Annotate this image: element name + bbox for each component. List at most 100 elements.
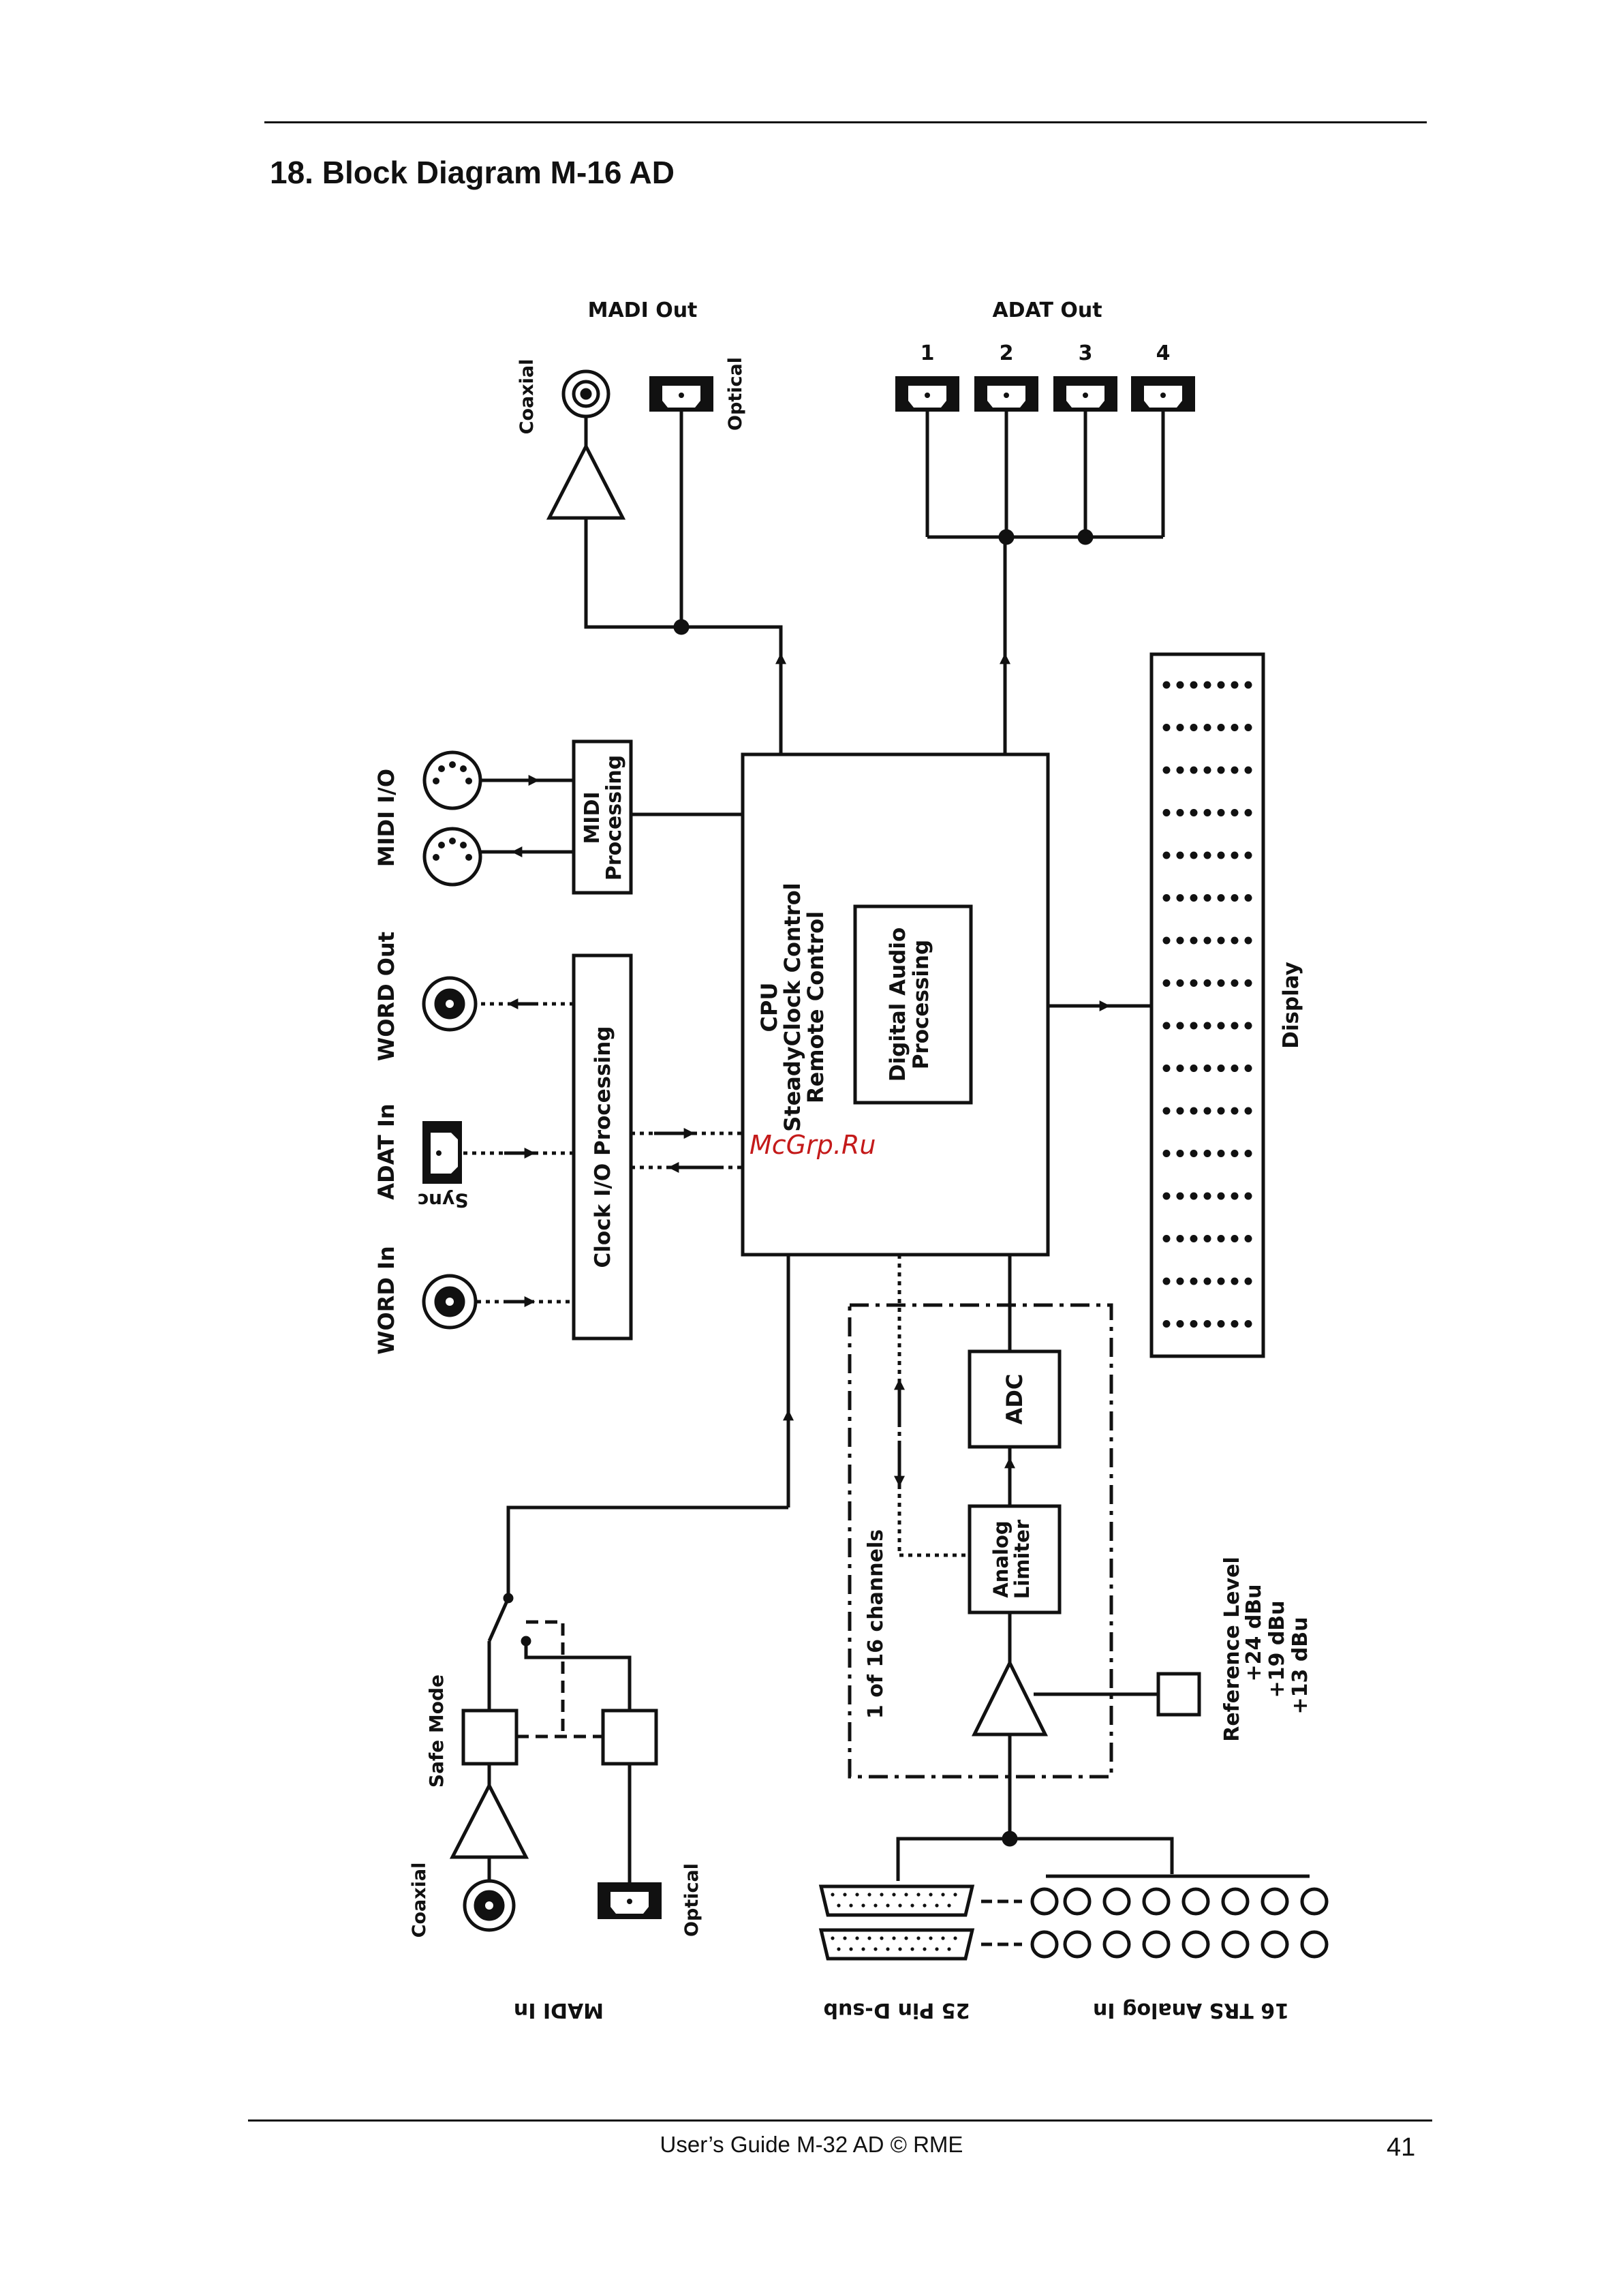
channel-group-outline [848,1303,1113,1779]
display-dot [1162,1320,1171,1328]
display-dot [1190,851,1198,859]
display-dot [1162,809,1171,816]
display-dot [1217,1277,1225,1285]
cpu-label-1: CPU [756,983,782,1032]
trs-label: 16 TRS Analog In [1093,1998,1289,2022]
display-dot [1203,1065,1211,1072]
page-title: 18. Block Diagram M-16 AD [270,155,675,190]
clock-processing-label: Clock I/O Processing [591,1026,615,1268]
display-dot [1176,1320,1184,1328]
reference-level-13: +13 dBu [1288,1617,1312,1714]
watermark: McGrp.Ru [749,1130,876,1160]
display-dot [1190,1150,1198,1157]
trs-jack-icons [1030,1887,1329,1959]
adat-out-ports [895,376,1195,412]
madi-out-optical-icon [649,376,713,412]
display-dot [1217,894,1225,902]
dsp-label-1: Digital Audio [886,928,910,1082]
display-dot [1231,1150,1239,1157]
cpu-label-3: Remote Control [803,911,829,1103]
adc-label: ADC [1002,1374,1027,1425]
display-dot [1244,681,1252,689]
limiter-label-2: Limiter [1010,1519,1034,1599]
display-dot [1190,894,1198,902]
display-dot [1231,894,1239,902]
reference-level-19: +19 dBu [1265,1600,1289,1698]
madi-coax-receiver-box [461,1709,519,1766]
display-dot [1231,1107,1239,1115]
safe-mode-label: Safe Mode [425,1674,448,1788]
display-dot [1244,894,1252,902]
display-dot [1203,766,1211,774]
display-dot [1231,1320,1239,1328]
display-dot [1217,979,1225,987]
page-number: 41 [1387,2133,1416,2162]
display-dot [1162,851,1171,859]
display-dot [1176,1150,1184,1157]
display-dot [1176,894,1184,902]
word-in-bnc-icon [422,1274,478,1330]
display-dot [1176,724,1184,731]
cpu-label-2: SteadyClock Control [779,883,805,1132]
display-dot [1217,1235,1225,1242]
display-label: Display [1279,962,1303,1049]
display-dot [1176,1107,1184,1115]
madi-out-driver-icon [546,442,626,520]
adat-out-port-4: 4 [1156,341,1171,365]
dsp-block [853,904,973,1105]
sync-label: Sync [418,1189,469,1212]
adc-block [968,1349,1062,1449]
display-dot [1231,1277,1239,1285]
display-dot [1176,809,1184,816]
display-dot [1162,936,1171,945]
display-dot [1176,979,1184,987]
adat-in-sync-optical-icon [422,1121,462,1184]
display-dot [1217,681,1225,689]
madi-in-coaxial-icon [463,1879,516,1932]
display-dot [1190,1192,1198,1200]
display-dot [1244,766,1252,774]
display-dot [1203,979,1211,987]
limiter-block [968,1504,1062,1614]
footer-text: User’s Guide M-32 AD © RME [660,2132,963,2157]
display-dot [1190,1022,1198,1030]
display-dot [1244,1277,1252,1285]
display-dot [1190,979,1198,987]
display-dot [1217,766,1225,774]
display-dot [1231,766,1239,774]
limiter-label-1: Analog [989,1520,1013,1597]
display-dot [1231,724,1239,731]
clock-processing-block [572,953,633,1341]
display-dot [1203,1277,1211,1285]
reference-level-title: Reference Level [1220,1557,1244,1742]
reference-level-switch [1156,1672,1201,1717]
display-dot [1176,1277,1184,1285]
display-dot [1162,1150,1171,1157]
madi-in-optical-icon [598,1882,662,1919]
dsp-label-2: Processing [909,940,933,1070]
midi-processing-label-2: Processing [602,755,626,881]
reference-level-24: +24 dBu [1242,1584,1266,1681]
display-dot [1162,1277,1171,1285]
madi-out-coaxial-label: Coaxial [516,359,538,435]
display-dot [1190,681,1198,689]
display-dot [1231,1235,1239,1242]
top-rule [264,121,1427,123]
display-dot [1217,851,1225,859]
display-dot [1176,681,1184,689]
display-dot [1162,979,1171,987]
display-block [1149,652,1265,1358]
madi-in-optical-label: Optical [681,1863,702,1937]
display-dot [1231,851,1239,859]
madi-optical-receiver-box [601,1709,658,1766]
display-dot [1244,724,1252,731]
display-dot [1190,1235,1198,1242]
display-dot [1162,1107,1171,1115]
display-dot [1190,1277,1198,1285]
midi-io-label: MIDI I/O [373,769,399,867]
input-amp-icon [971,1659,1049,1736]
madi-in-coaxial-label: Coaxial [409,1863,430,1938]
madi-out-optical-label: Optical [725,357,746,431]
display-dot [1203,1150,1211,1157]
